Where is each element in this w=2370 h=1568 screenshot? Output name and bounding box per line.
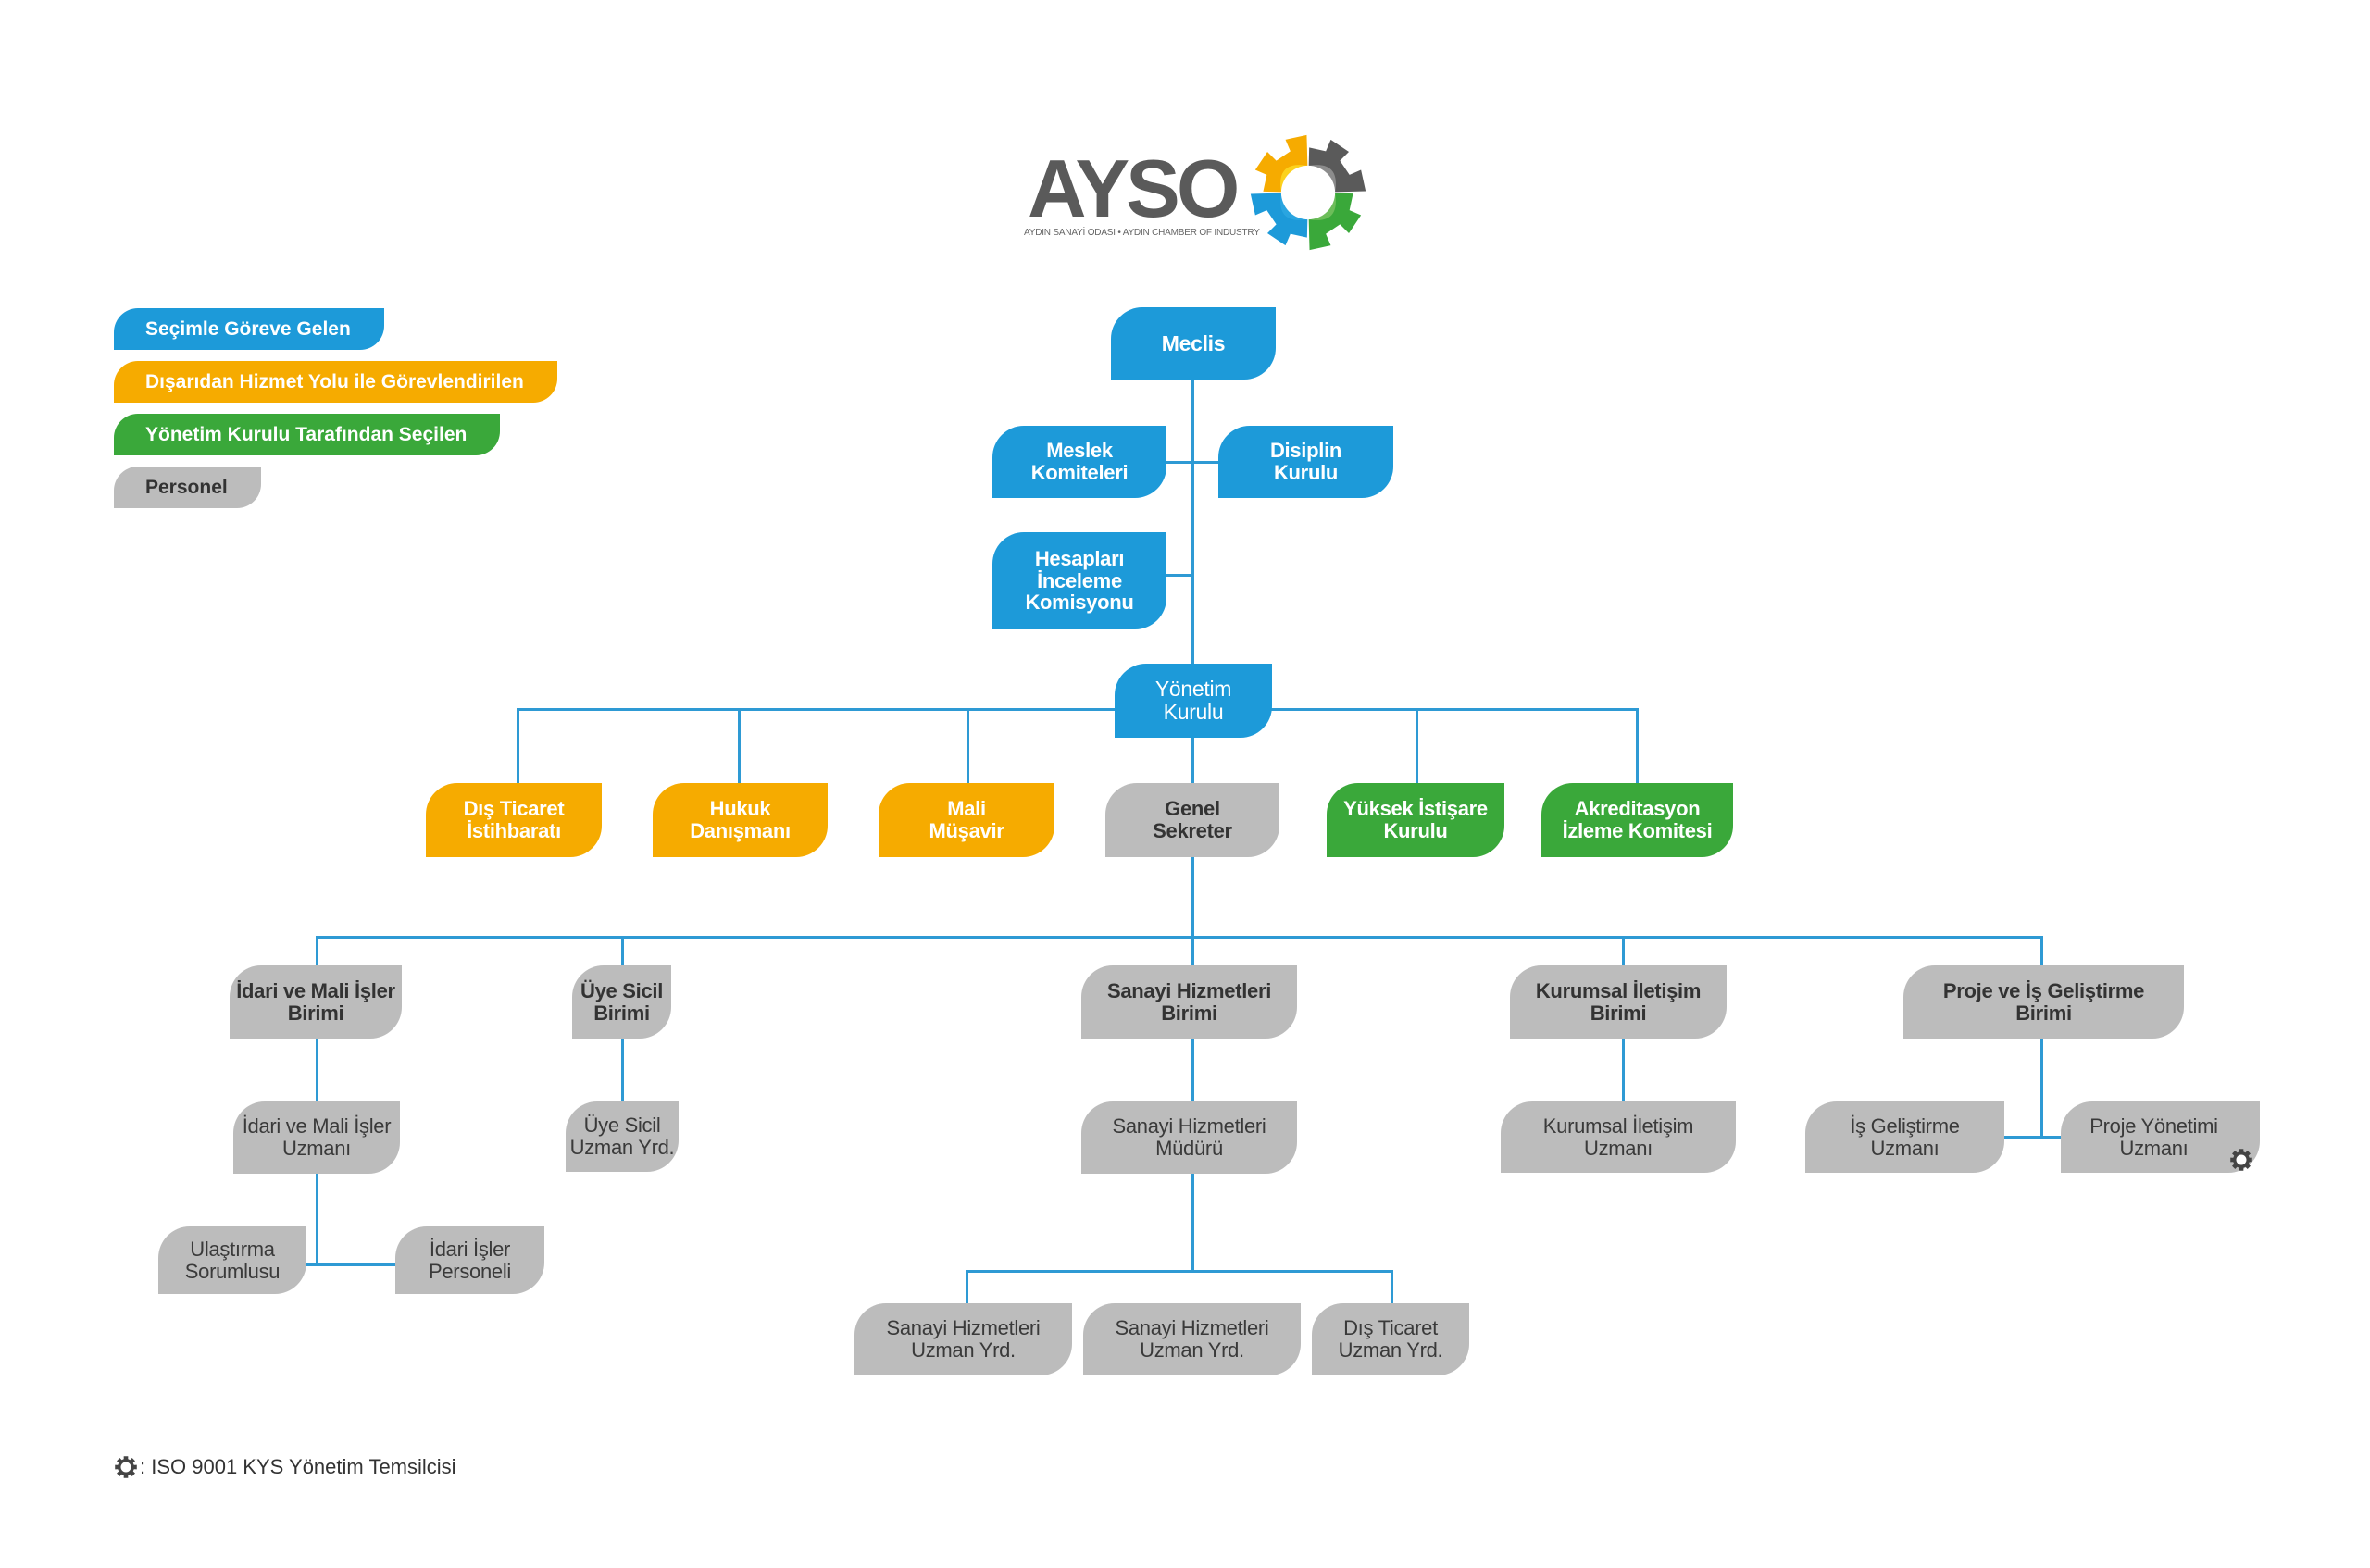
node-idari-isler-personeli: İdari İşler Personeli [395, 1226, 544, 1294]
logo-gear-segment [1308, 193, 1336, 220]
footnote-text: : ISO 9001 KYS Yönetim Temsilcisi [140, 1455, 456, 1478]
connector-line [1391, 1270, 1393, 1304]
connector-line [1191, 380, 1194, 937]
connector-line [316, 936, 318, 1264]
node-is-gelistirme-uzmani: İş Geliştirme Uzmanı [1805, 1101, 2004, 1173]
node-sanayi-hizmetleri-uzman-yrd-1: Sanayi Hizmetleri Uzman Yrd. [854, 1303, 1072, 1375]
node-idari-mali-isler-birimi: İdari ve Mali İşler Birimi [230, 965, 402, 1039]
connector-line [306, 1263, 396, 1266]
node-akreditasyon-izleme-komitesi: Akreditasyon İzleme Komitesi [1541, 783, 1733, 857]
node-proje-yonetimi-uzmani: Proje Yönetimi Uzmanı [2061, 1101, 2260, 1173]
logo-wordmark: AYSO [1028, 143, 1240, 234]
logo-gear-segment [1308, 165, 1336, 193]
logo-gear-segment [1280, 193, 1308, 220]
node-kurumsal-iletisim-birimi: Kurumsal İletişim Birimi [1510, 965, 1727, 1039]
node-disiplin-kurulu: Disiplin Kurulu [1218, 426, 1393, 498]
connector-line [1166, 461, 1218, 464]
legend-item-staff: Personel [114, 467, 261, 508]
node-proje-is-gelistirme-birimi: Proje ve İş Geliştirme Birimi [1903, 965, 2184, 1039]
legend-item-elected: Seçimle Göreve Gelen [114, 308, 384, 350]
logo-gear-segment [1280, 165, 1308, 193]
node-genel-sekreter: Genel Sekreter [1105, 783, 1279, 857]
connector-line [966, 1270, 968, 1304]
node-hesaplari-inceleme-komisyonu: Hesapları İnceleme Komisyonu [992, 532, 1166, 629]
node-sanayi-hizmetleri-muduru: Sanayi Hizmetleri Müdürü [1081, 1101, 1297, 1174]
node-sanayi-hizmetleri-birimi: Sanayi Hizmetleri Birimi [1081, 965, 1297, 1039]
footnote: : ISO 9001 KYS Yönetim Temsilcisi [114, 1455, 456, 1479]
connector-line [316, 936, 2043, 939]
node-idari-mali-isler-uzmani: İdari ve Mali İşler Uzmanı [233, 1101, 400, 1174]
node-dis-ticaret-uzman-yrd: Dış Ticaret Uzman Yrd. [1312, 1303, 1469, 1375]
node-meslek-komiteleri: Meslek Komiteleri [992, 426, 1166, 498]
connector-line [966, 1270, 1393, 1273]
node-uye-sicil-birimi: Üye Sicil Birimi [572, 965, 671, 1039]
legend-item-board-selected: Yönetim Kurulu Tarafından Seçilen [114, 414, 501, 455]
node-hukuk-danismani: Hukuk Danışmanı [653, 783, 828, 857]
node-uye-sicil-uzman-yrd: Üye Sicil Uzman Yrd. [566, 1101, 679, 1172]
legend-item-external: Dışarıdan Hizmet Yolu ile Görevlendirile… [114, 361, 557, 403]
connector-line [738, 708, 741, 783]
connector-line [1166, 574, 1192, 577]
node-ulastirma-sorumlusu: Ulaştırma Sorumlusu [158, 1226, 306, 1294]
connector-line [1416, 708, 1418, 783]
connector-line [517, 708, 519, 783]
connector-line [1636, 708, 1639, 783]
node-yonetim-kurulu: Yönetim Kurulu [1115, 664, 1272, 738]
connector-line [517, 708, 1639, 711]
connector-line [967, 708, 969, 783]
logo-gear-icon [1250, 134, 1366, 251]
connector-line [2003, 1136, 2063, 1139]
logo-subtitle: AYDIN SANAYİ ODASI • AYDIN CHAMBER OF IN… [1024, 228, 1260, 238]
iso-representative-gear-icon [2230, 1149, 2252, 1171]
node-sanayi-hizmetleri-uzman-yrd-2: Sanayi Hizmetleri Uzman Yrd. [1083, 1303, 1301, 1375]
node-dis-ticaret-istihbarati: Dış Ticaret İstihbaratı [426, 783, 602, 857]
node-mali-musavir: Mali Müşavir [879, 783, 1054, 857]
node-kurumsal-iletisim-uzmani: Kurumsal İletişim Uzmanı [1501, 1101, 1736, 1173]
gear-icon [115, 1456, 137, 1478]
node-yuksek-istisare-kurulu: Yüksek İstişare Kurulu [1327, 783, 1504, 857]
node-meclis: Meclis [1111, 307, 1276, 380]
